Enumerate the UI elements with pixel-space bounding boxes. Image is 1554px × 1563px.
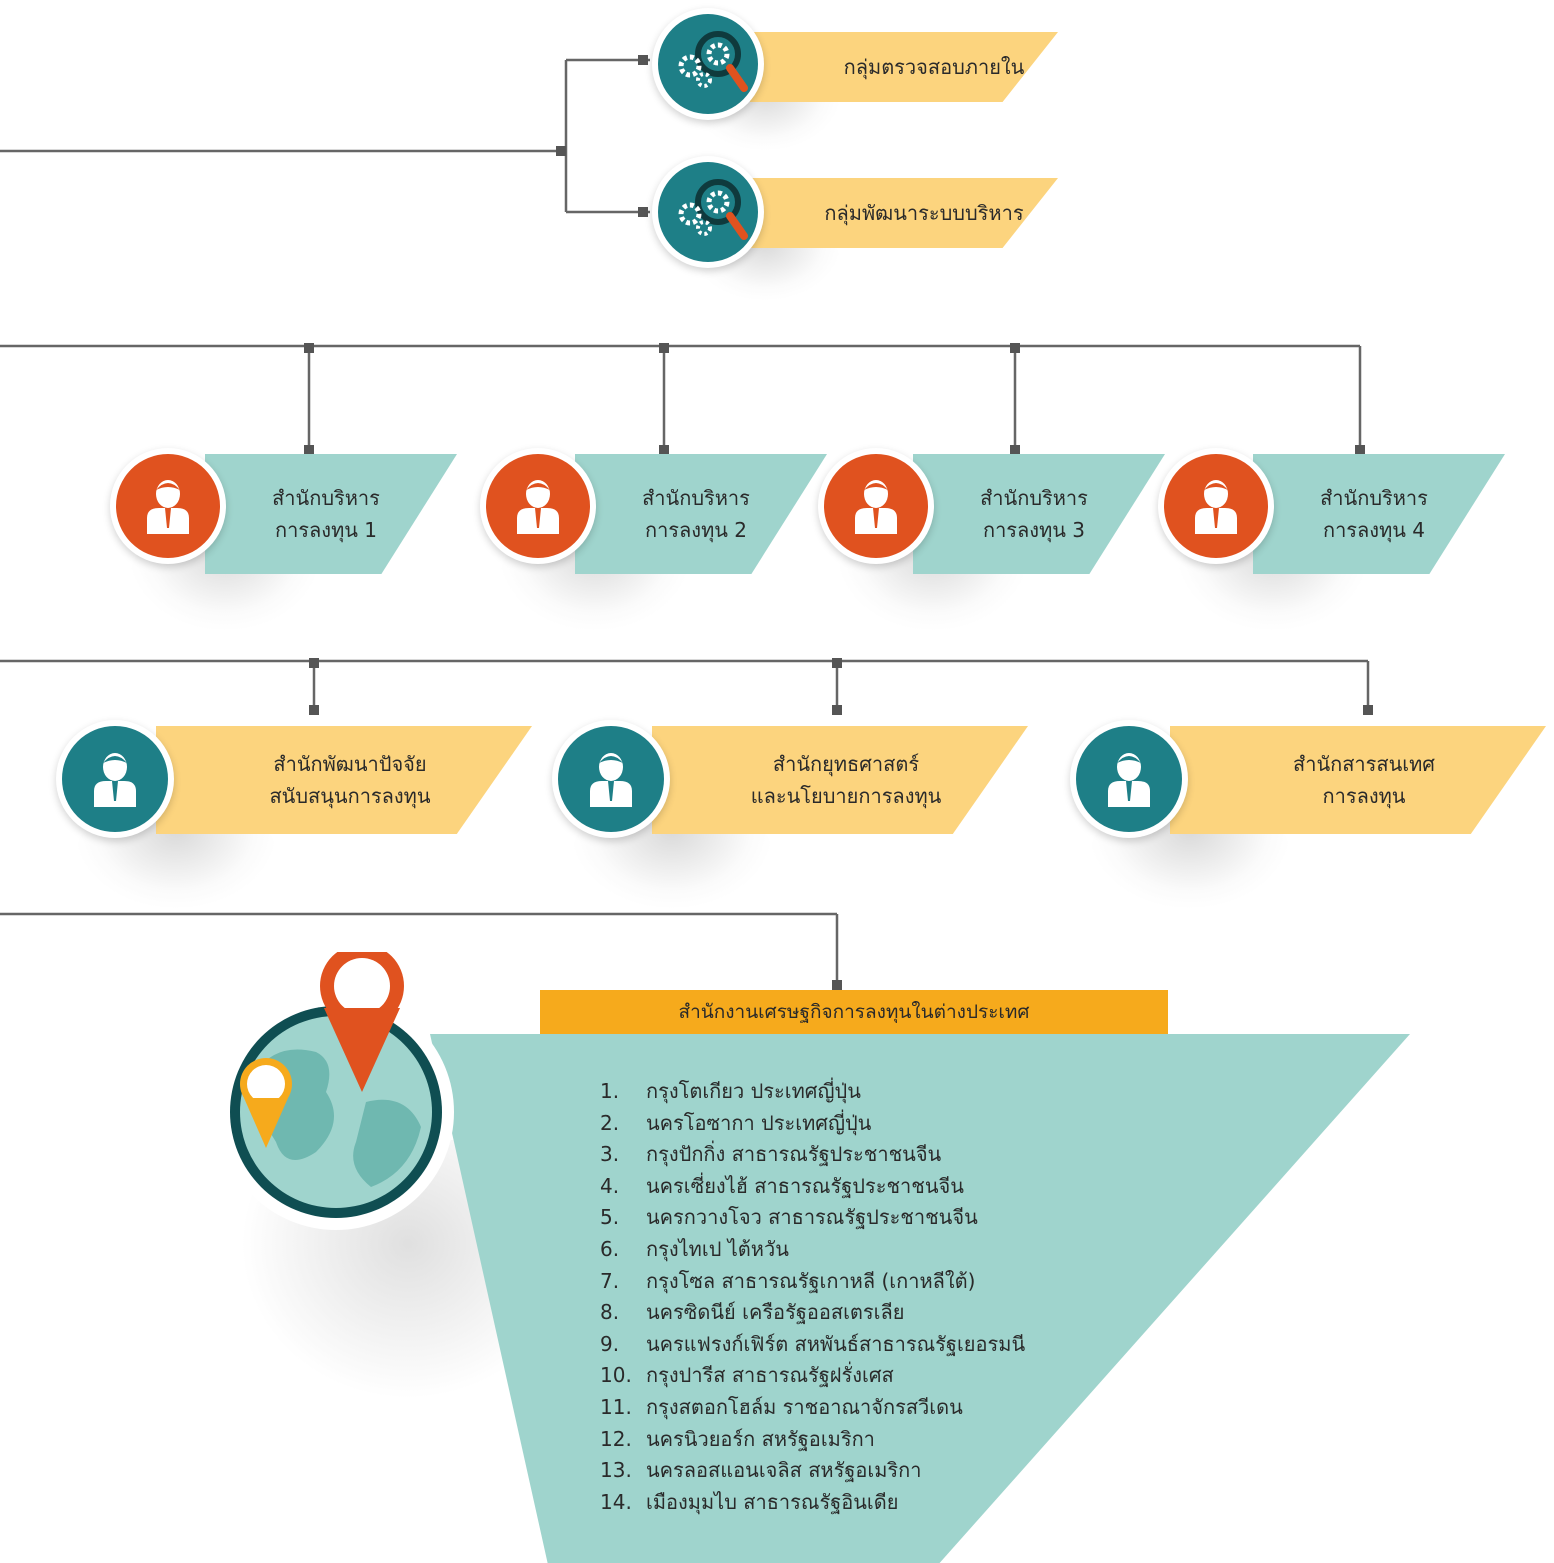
- bureau-label: สำนักยุทธศาสตร์ และนโยบายการลงทุน: [750, 752, 942, 808]
- office-item: 5. นครกวางโจว สาธารณรัฐประชาชนจีน: [600, 1202, 1025, 1234]
- bureau-investment-1: สำนักบริหาร การลงทุน 1: [110, 440, 460, 630]
- office-item: 1. กรุงโตเกียว ประเทศญี่ปุ่น: [600, 1076, 1025, 1108]
- bureau-label: สำนักสารสนเทศ การลงทุน: [1293, 752, 1435, 808]
- person-icon: [1164, 454, 1268, 558]
- bureau-information: สำนักสารสนเทศ การลงทุน: [1070, 718, 1550, 908]
- office-number: 10.: [600, 1363, 632, 1388]
- group-label: กลุ่มพัฒนาระบบบริหาร: [824, 201, 1024, 225]
- person-icon: [486, 454, 590, 558]
- office-name: นครลอสแอนเจลิส สหรัฐอเมริกา: [646, 1458, 922, 1483]
- bureau-investment-2: สำนักบริหาร การลงทุน 2: [480, 440, 830, 630]
- person-icon: [824, 454, 928, 558]
- bureau-label: สำนักบริหาร การลงทุน 3: [980, 486, 1088, 542]
- bureau-label: สำนักบริหาร การลงทุน 2: [642, 486, 750, 542]
- office-number: 7.: [600, 1268, 620, 1293]
- globe-map-pin-icon: [196, 944, 476, 1232]
- bureau-support-factors: สำนักพัฒนาปัจจัย สนับสนุนการลงทุน: [56, 718, 536, 908]
- bureau-label: สำนักบริหาร การลงทุน 1: [272, 486, 380, 542]
- bureau-label: สำนักพัฒนาปัจจัย สนับสนุนการลงทุน: [269, 752, 431, 808]
- office-name: กรุงสตอกโฮล์ม ราชอาณาจักรสวีเดน: [646, 1394, 963, 1419]
- office-name: กรุงไทเป ไต้หวัน: [646, 1236, 789, 1261]
- group-label: กลุ่มตรวจสอบภายใน: [843, 55, 1025, 79]
- office-name: นครนิวยอร์ก สหรัฐอเมริกา: [646, 1426, 875, 1451]
- gears-magnifier-icon: [658, 162, 758, 262]
- office-number: 1.: [600, 1079, 620, 1103]
- group-management-dev: กลุ่มพัฒนาระบบบริหาร: [650, 150, 1070, 300]
- bureau-banner: สำนักบริหาร การลงทุน 2: [575, 454, 827, 574]
- office-item: 11. กรุงสตอกโฮล์ม ราชอาณาจักรสวีเดน: [600, 1392, 1025, 1424]
- group-banner: กลุ่มตรวจสอบภายใน: [750, 32, 1058, 102]
- office-number: 14.: [600, 1489, 632, 1514]
- office-name: กรุงโตเกียว ประเทศญี่ปุ่น: [646, 1079, 861, 1103]
- office-item: 8. นครซิดนีย์ เครือรัฐออสเตรเลีย: [600, 1297, 1025, 1329]
- office-item: 12. นครนิวยอร์ก สหรัฐอเมริกา: [600, 1424, 1025, 1456]
- office-name: นครกวางโจว สาธารณรัฐประชาชนจีน: [646, 1205, 978, 1230]
- office-item: 4. นครเซี่ยงไฮ้ สาธารณรัฐประชาชนจีน: [600, 1171, 1025, 1203]
- bureau-investment-4: สำนักบริหาร การลงทุน 4: [1158, 440, 1508, 630]
- office-item: 14. เมืองมุมไบ สาธารณรัฐอินเดีย: [600, 1487, 1025, 1519]
- office-name: นครแฟรงก์เฟิร์ต สหพันธ์สาธารณรัฐเยอรมนี: [646, 1331, 1026, 1356]
- person-icon: [62, 726, 168, 832]
- office-name: นครเซี่ยงไฮ้ สาธารณรัฐประชาชนจีน: [646, 1173, 964, 1198]
- office-number: 13.: [600, 1458, 632, 1483]
- person-icon: [558, 726, 664, 832]
- bureau-label: สำนักบริหาร การลงทุน 4: [1320, 486, 1428, 542]
- overseas-title: สำนักงานเศรษฐกิจการลงทุนในต่างประเทศ: [540, 990, 1168, 1034]
- overseas-offices-list: 1. กรุงโตเกียว ประเทศญี่ปุ่น 2. นครโอซากา ป…: [600, 1076, 1025, 1518]
- office-name: นครซิดนีย์ เครือรัฐออสเตรเลีย: [646, 1300, 905, 1325]
- person-icon: [1076, 726, 1182, 832]
- office-item: 13. นครลอสแอนเจลิส สหรัฐอเมริกา: [600, 1455, 1025, 1487]
- bureau-banner: สำนักสารสนเทศ การลงทุน: [1170, 726, 1546, 834]
- office-number: 9.: [600, 1331, 620, 1356]
- office-number: 11.: [600, 1394, 632, 1419]
- office-item: 7. กรุงโซล สาธารณรัฐเกาหลี (เกาหลีใต้): [600, 1266, 1025, 1298]
- gears-magnifier-icon: [658, 14, 758, 114]
- bureau-banner: สำนักยุทธศาสตร์ และนโยบายการลงทุน: [652, 726, 1028, 834]
- bureau-banner: สำนักบริหาร การลงทุน 4: [1253, 454, 1505, 574]
- office-number: 6.: [600, 1236, 620, 1261]
- group-banner: กลุ่มพัฒนาระบบบริหาร: [750, 178, 1058, 248]
- bureau-banner: สำนักบริหาร การลงทุน 3: [913, 454, 1165, 574]
- office-name: กรุงโซล สาธารณรัฐเกาหลี (เกาหลีใต้): [646, 1268, 976, 1293]
- office-name: เมืองมุมไบ สาธารณรัฐอินเดีย: [646, 1489, 899, 1514]
- office-name: นครโอซากา ประเทศญี่ปุ่น: [646, 1110, 872, 1135]
- office-item: 2. นครโอซากา ประเทศญี่ปุ่น: [600, 1108, 1025, 1140]
- office-number: 3.: [600, 1142, 620, 1167]
- office-name: กรุงปารีส สาธารณรัฐฝรั่งเศส: [646, 1363, 894, 1388]
- group-internal-audit: กลุ่มตรวจสอบภายใน: [650, 0, 1070, 150]
- bureau-banner: สำนักบริหาร การลงทุน 1: [205, 454, 457, 574]
- office-number: 8.: [600, 1300, 620, 1325]
- office-item: 6. กรุงไทเป ไต้หวัน: [600, 1234, 1025, 1266]
- office-item: 10. กรุงปารีส สาธารณรัฐฝรั่งเศส: [600, 1360, 1025, 1392]
- bureau-investment-3: สำนักบริหาร การลงทุน 3: [818, 440, 1168, 630]
- office-number: 2.: [600, 1110, 620, 1135]
- overseas-title-text: สำนักงานเศรษฐกิจการลงทุนในต่างประเทศ: [678, 1001, 1030, 1023]
- office-number: 5.: [600, 1205, 620, 1230]
- bureau-banner: สำนักพัฒนาปัจจัย สนับสนุนการลงทุน: [156, 726, 532, 834]
- office-number: 4.: [600, 1173, 620, 1198]
- office-name: กรุงปักกิ่ง สาธารณรัฐประชาชนจีน: [646, 1142, 942, 1167]
- office-item: 3. กรุงปักกิ่ง สาธารณรัฐประชาชนจีน: [600, 1139, 1025, 1171]
- office-number: 12.: [600, 1426, 632, 1451]
- bureau-strategy-policy: สำนักยุทธศาสตร์ และนโยบายการลงทุน: [552, 718, 1032, 908]
- person-icon: [116, 454, 220, 558]
- office-item: 9. นครแฟรงก์เฟิร์ต สหพันธ์สาธารณรัฐเยอรมน…: [600, 1329, 1025, 1361]
